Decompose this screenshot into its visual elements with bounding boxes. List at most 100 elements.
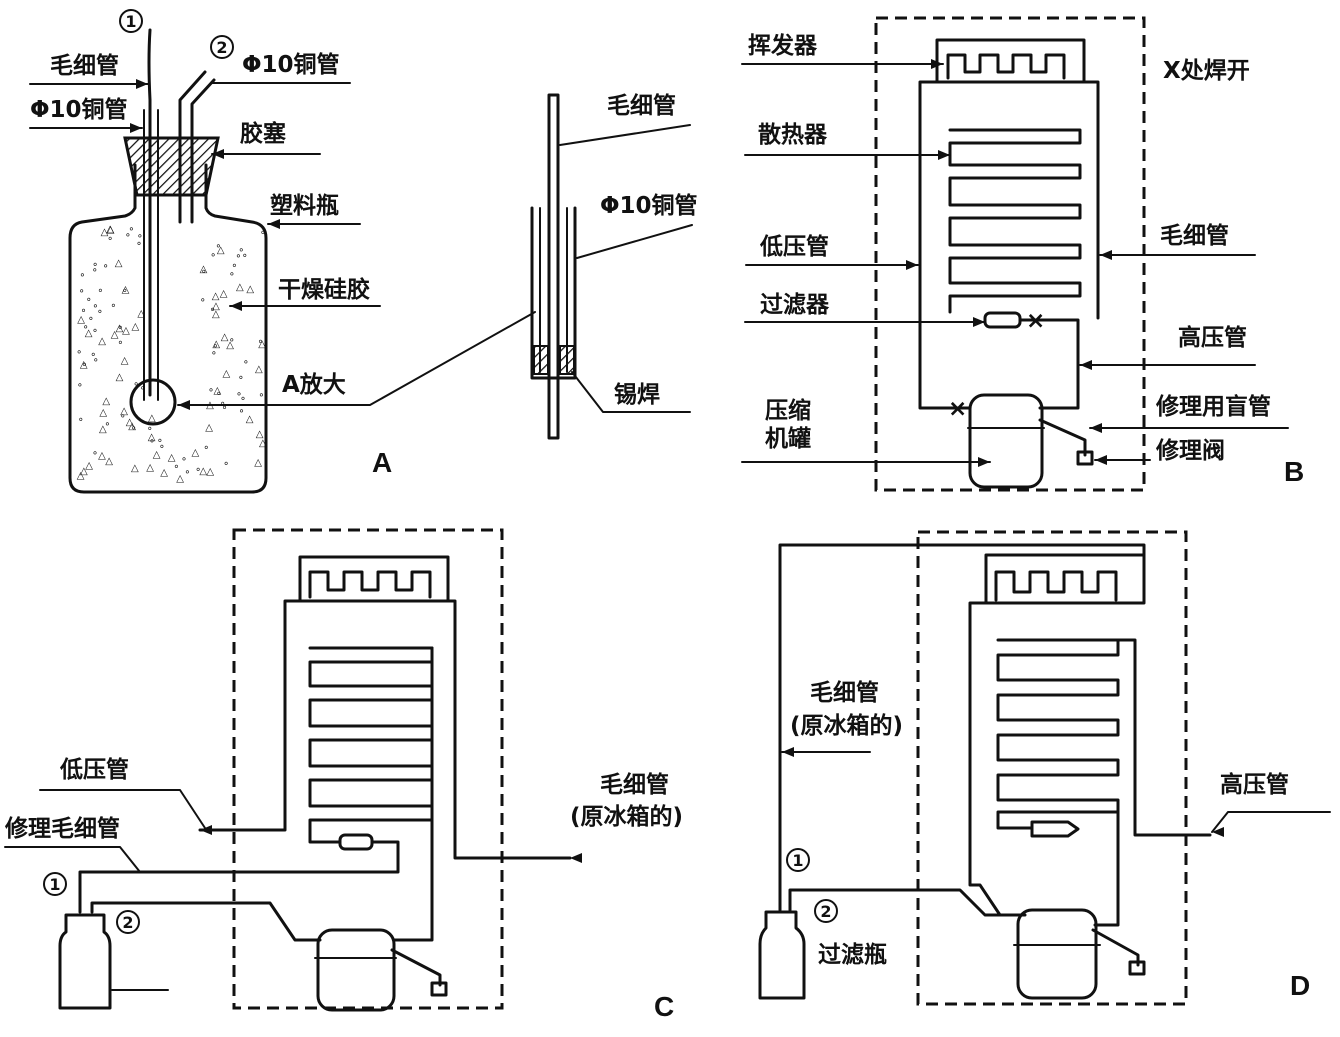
repair-tube-b — [1038, 418, 1087, 457]
label-high-pressure-d: 高压管 — [1220, 771, 1289, 798]
silica-gel-grain: △ — [122, 285, 130, 296]
evaporator-c — [298, 555, 450, 603]
label-capillary-b: 毛细管 — [1160, 222, 1229, 249]
label-compressor-1: 压缩 — [765, 397, 811, 424]
copper-tube-2 — [178, 70, 216, 224]
silica-gel-grain: △ — [98, 451, 106, 462]
silica-gel-grain: △ — [221, 332, 229, 343]
label-plastic-bottle: 塑料瓶 — [270, 193, 339, 219]
fridge-outline-c — [232, 528, 504, 1010]
label-high-pressure-b: 高压管 — [1178, 324, 1247, 351]
leader-arrowhead — [938, 150, 950, 160]
leader-arrowhead — [1095, 455, 1107, 465]
silica-gel-grain: ∘ — [215, 241, 221, 252]
repair-tube-c — [390, 948, 442, 987]
label-filter: 过滤器 — [760, 292, 830, 318]
silica-gel-grain: ∘ — [97, 307, 103, 318]
silica-gel-grain: ∘ — [88, 314, 94, 325]
silica-gel-grain: ∘ — [201, 267, 207, 278]
enlarge-circle — [129, 378, 177, 426]
x-mark-filter: × — [1026, 308, 1045, 334]
silica-gel-grain: ∘ — [80, 306, 86, 317]
silica-gel-grain: △ — [205, 422, 213, 433]
silica-gel-grain: ∘ — [181, 454, 187, 465]
silica-gel-grain: ∘ — [92, 260, 98, 271]
silica-gel-grain: ∘ — [238, 406, 244, 417]
panel-a: ∘∘△∘△△△△∘∘∘△∘∘△∘∘∘△△△∘△△△△△∘△△∘△∘∘∘∘△∘∘△… — [29, 9, 698, 494]
copper-tube-sleeve — [143, 109, 159, 401]
silica-gel-grain: ∘ — [257, 336, 263, 347]
detail-copper-tube-inner — [539, 207, 568, 373]
label-x-cut: X处焊开 — [1163, 58, 1250, 84]
detail-copper-tube — [530, 206, 577, 380]
leader-arrowhead — [230, 301, 242, 311]
silica-gel-grain: ∘ — [86, 295, 92, 306]
marker-1-text: 1 — [125, 12, 136, 31]
silica-gel-grain: ∘ — [147, 423, 153, 434]
silica-gel-grain: ∘ — [200, 295, 206, 306]
silica-gel-grain: ∘ — [243, 357, 249, 368]
silica-gel-grain: △ — [99, 424, 107, 435]
repair-valve-d — [1128, 960, 1146, 976]
compressor-d — [1016, 908, 1098, 1000]
silica-gel-grain: ∘ — [78, 415, 84, 426]
silica-gel-grain: ∘ — [79, 270, 85, 281]
silica-gel-grain: ∘ — [229, 335, 235, 346]
silica-gel-grain: ∘ — [212, 341, 218, 352]
label-enlarge: A放大 — [282, 371, 346, 398]
silica-gel-grain: ∘ — [117, 338, 123, 349]
marker-c2-text: 2 — [122, 913, 133, 932]
leader-low-pressure-c — [39, 789, 206, 829]
silica-gel-grain: ∘ — [238, 245, 244, 256]
label-copper-tube-left: Φ10铜管 — [30, 96, 128, 123]
silica-gel-grain: △ — [212, 291, 220, 302]
leader-repair-capillary-c — [4, 846, 141, 873]
silica-gel-grain: ∘ — [103, 261, 109, 272]
label-evaporator: 挥发器 — [748, 32, 818, 59]
panel-b-letter: B — [1284, 456, 1304, 487]
silica-gel-grain: △ — [121, 356, 129, 367]
leader-arrowhead — [978, 457, 990, 467]
silica-gel-grain: △ — [122, 325, 130, 336]
silica-gel-grain: ∘ — [136, 238, 142, 249]
repair-capillary-c — [78, 840, 400, 914]
label-repair-tube: 修理用盲管 — [1155, 393, 1271, 420]
detail-label-solder: 锡焊 — [614, 382, 660, 408]
detail-capillary — [547, 93, 560, 440]
silica-gel-grain: △ — [148, 413, 156, 424]
silica-gel-grain: △ — [102, 396, 110, 407]
label-orig-capillary-d2: (原冰箱的) — [790, 712, 903, 739]
leader-arrowhead — [136, 79, 148, 89]
silica-gel-grain: ∘ — [131, 423, 137, 434]
marker-2-text: 2 — [216, 38, 227, 57]
silica-gel-grain: ∘ — [210, 250, 216, 261]
silica-gel-grain: ∘ — [223, 459, 229, 470]
silica-gel-grain: △ — [107, 225, 115, 236]
silica-gel-grain: △ — [77, 315, 85, 326]
silica-gel-grain: ∘ — [133, 379, 139, 390]
marker-d2-text: 2 — [820, 902, 831, 921]
silica-gel-grain: ∘ — [125, 230, 131, 241]
silica-gel-grain: △ — [259, 438, 267, 449]
marker-circle-d2 — [814, 899, 838, 923]
silica-gel-grain: △ — [200, 264, 208, 275]
silica-gel-grain: ∘ — [79, 286, 85, 297]
silica-gel-grain: ∘ — [235, 251, 241, 262]
detail-solder — [533, 345, 575, 375]
leader-arrowhead — [1100, 250, 1112, 260]
silica-gel-grain: ∘ — [157, 435, 163, 446]
label-copper-tube-top: Φ10铜管 — [242, 51, 340, 78]
leader-arrowhead — [200, 825, 212, 835]
silica-gel-grain: △ — [246, 414, 254, 425]
leader-arrowhead — [268, 219, 280, 229]
silica-gel-grain: △ — [80, 466, 88, 477]
radiator-d — [996, 638, 1120, 830]
marker-d1-text: 1 — [792, 851, 803, 870]
capillary-tube-b — [1082, 80, 1100, 320]
leader-enlarge — [177, 311, 536, 406]
marker-circle-d1 — [786, 848, 810, 872]
leader-arrowhead — [570, 853, 582, 863]
label-repair-valve: 修理阀 — [1155, 437, 1225, 464]
silica-gel-grain: △ — [77, 471, 85, 482]
marker-circle-c2 — [116, 910, 140, 934]
